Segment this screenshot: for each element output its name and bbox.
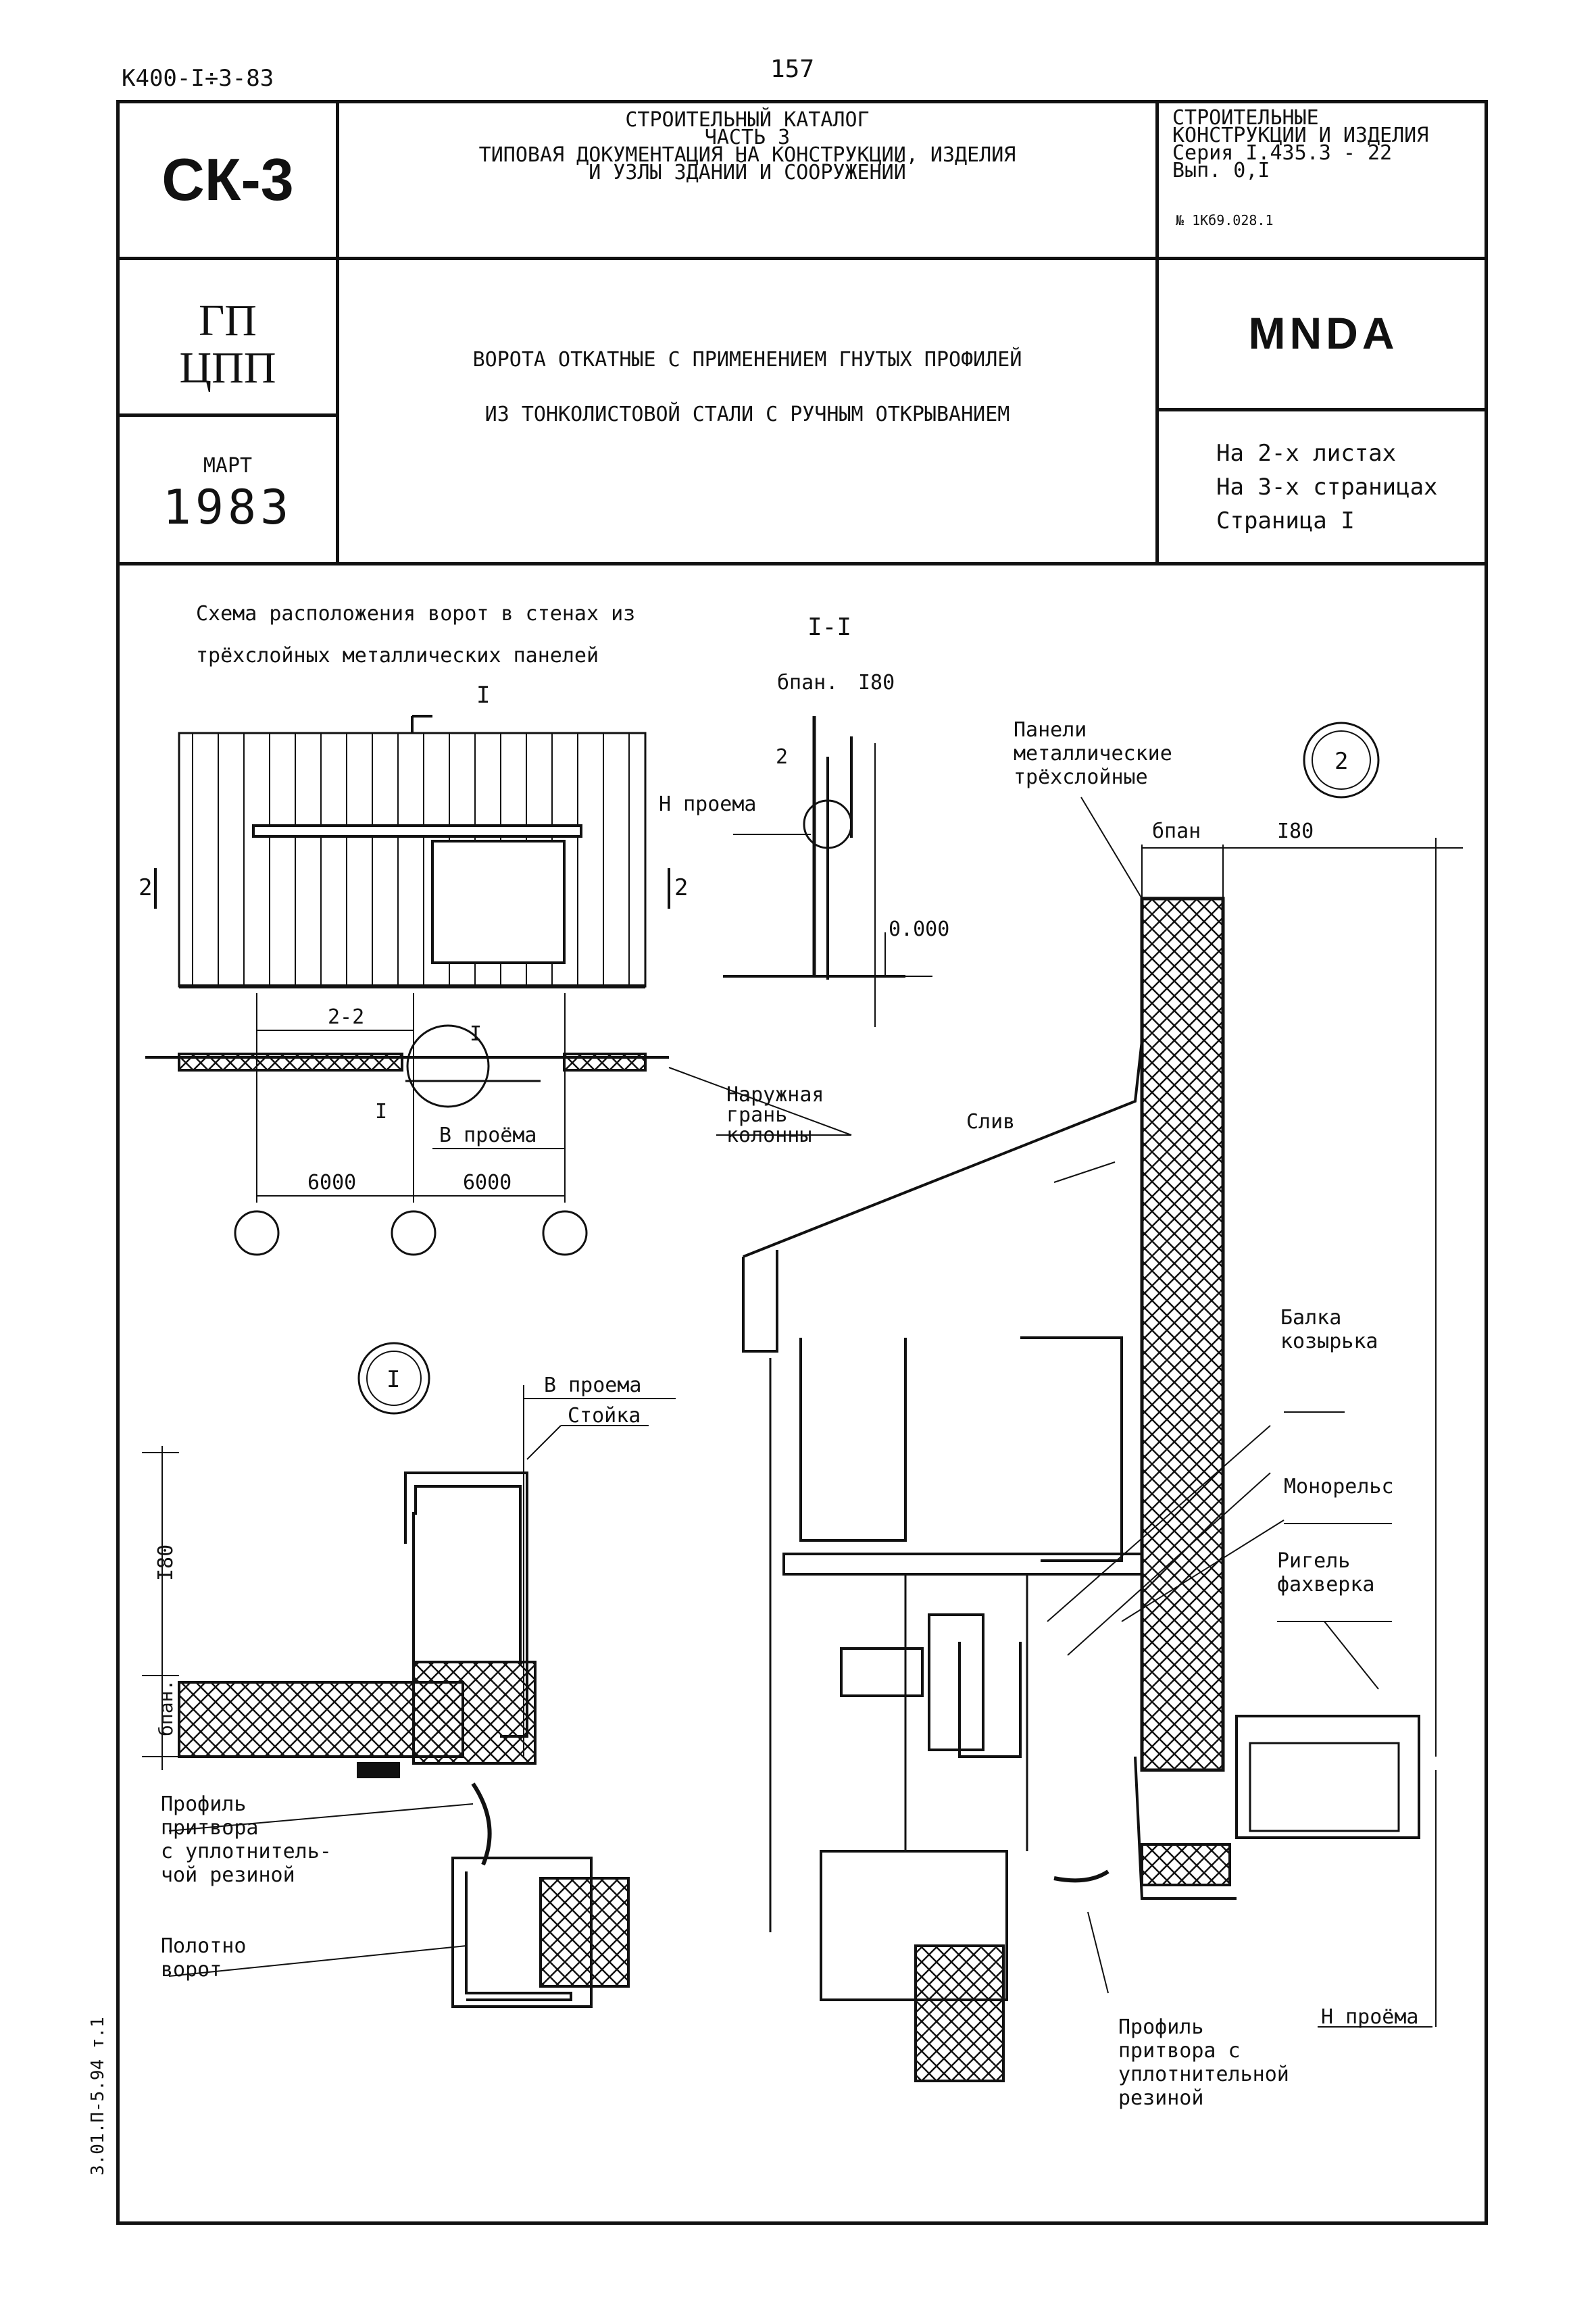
- organization: ГП ЦПП: [120, 297, 336, 392]
- cut-mark: 2: [776, 745, 788, 769]
- callout-mark: I: [375, 1100, 387, 1124]
- callout-label: уплотнительной: [1118, 2063, 1289, 2086]
- callout-label: Слив: [966, 1110, 1015, 1134]
- callout-label: резиной: [1118, 2086, 1203, 2110]
- callout-label: Полотно: [161, 1934, 246, 1958]
- drawing-frame: [116, 100, 1488, 2225]
- org-line: ГП: [199, 296, 257, 345]
- callout-label: Балка: [1280, 1306, 1341, 1330]
- pages-count: На 3-х страницах: [1216, 474, 1438, 501]
- year: 1983: [162, 480, 293, 535]
- callout-label: козырька: [1280, 1330, 1378, 1353]
- callout-label: металлические: [1014, 742, 1172, 765]
- series-info: СТРОИТЕЛЬНЫЕ КОНСТРУКЦИИ И ИЗДЕЛИЯ Серия…: [1172, 106, 1429, 182]
- callout-label: Профиль: [161, 1792, 246, 1816]
- callout-label: грань: [726, 1103, 787, 1127]
- callout-label: чой резиной: [161, 1863, 295, 1887]
- plan-section: [145, 993, 852, 1256]
- detail-2: [742, 722, 1463, 2082]
- series-line: КОНСТРУКЦИИ И ИЗДЕЛИЯ: [1172, 124, 1429, 147]
- month: МАРТ: [203, 454, 253, 478]
- callout-label: колонны: [726, 1124, 812, 1147]
- callout-label: Стойка: [568, 1404, 641, 1428]
- detail-mark: 2: [1335, 748, 1348, 775]
- title-divider: [1155, 408, 1488, 411]
- callout-label: фахверка: [1277, 1573, 1375, 1596]
- page-number: 157: [770, 55, 815, 83]
- callout-label: ворот: [161, 1958, 222, 1982]
- catalog-line: ТИПОВАЯ ДОКУМЕНТАЦИЯ НА КОНСТРУКЦИИ, ИЗД…: [478, 143, 1016, 167]
- callout-label: трёхслойные: [1014, 765, 1148, 789]
- series-number: № 1Кб9.028.1: [1176, 212, 1274, 228]
- section-I-I: [723, 716, 932, 1027]
- sheets-count: На 2-х листах: [1216, 440, 1397, 467]
- catalog-line: СТРОИТЕЛЬНЫЙ КАТАЛОГ: [625, 108, 870, 132]
- title-divider: [116, 257, 1488, 260]
- dimension-label: В проёма: [439, 1124, 537, 1147]
- callout-label: Монорельс: [1284, 1475, 1394, 1499]
- catalog-line: ЧАСТЬ 3: [704, 126, 791, 149]
- document-title-line: ВОРОТА ОТКАТНЫЕ С ПРИМЕНЕНИЕМ ГНУТЫХ ПРО…: [472, 348, 1022, 372]
- dimension-label: бпан.: [777, 671, 838, 695]
- cut-mark: 2: [139, 874, 152, 901]
- series-line: Серия I.435.3 - 22: [1172, 141, 1393, 165]
- dimension-label: Н проема: [659, 793, 757, 816]
- dimension-label: В проема: [544, 1374, 642, 1397]
- cut-mark: I: [476, 682, 490, 709]
- dimension-label: I80: [1277, 820, 1314, 843]
- wall-elevation: [154, 715, 670, 988]
- dimension-label: I80: [858, 671, 895, 695]
- title-divider: [116, 562, 1488, 565]
- callout-label: с уплотнитель-: [161, 1840, 332, 1863]
- dimension-label: 6000: [307, 1171, 356, 1194]
- title-divider: [1155, 100, 1159, 565]
- dimension-label: Н проёма: [1321, 2005, 1419, 2029]
- callout-label: Панели: [1014, 718, 1087, 742]
- callout-label: притвора: [161, 1816, 259, 1840]
- cut-mark: I: [470, 1022, 482, 1046]
- dimension-label: I80: [154, 1544, 178, 1581]
- dimension-label: бпан: [1152, 820, 1201, 843]
- sheet-info: На 2-х листах На 3-х страницах Страница …: [1216, 436, 1438, 538]
- callout-label: Наружная: [726, 1083, 824, 1107]
- page-label: Страница I: [1216, 507, 1355, 534]
- document-code-mark: MNDA: [1248, 308, 1399, 358]
- dimension-label: бпан.: [155, 1680, 177, 1736]
- section-mark: I-I: [807, 613, 851, 641]
- series-line: СТРОИТЕЛЬНЫЕ: [1172, 106, 1319, 130]
- plan-label: 2-2: [328, 1005, 364, 1029]
- catalog-line: И УЗЛЫ ЗДАНИЙ И СООРУЖЕНИЙ: [589, 161, 906, 184]
- cut-mark: 2: [674, 874, 688, 901]
- scheme-title: Схема расположения ворот в стенах из: [196, 602, 635, 626]
- title-divider: [336, 100, 339, 565]
- callout-label: притвора с: [1118, 2039, 1241, 2063]
- org-line: ЦПП: [179, 343, 276, 393]
- callout-label: Профиль: [1118, 2015, 1203, 2039]
- document-code: К400-I÷3-83: [122, 65, 274, 92]
- detail-mark: I: [386, 1366, 400, 1393]
- callout-label: Ригель: [1277, 1549, 1350, 1573]
- level-mark: 0.000: [889, 917, 949, 941]
- series-line: Вып. 0,I: [1172, 159, 1270, 182]
- dimension-label: 6000: [463, 1171, 512, 1194]
- title-divider: [116, 413, 339, 417]
- catalog-description: СТРОИТЕЛЬНЫЙ КАТАЛОГ ЧАСТЬ 3 ТИПОВАЯ ДОК…: [339, 108, 1155, 184]
- document-title-line: ИЗ ТОНКОЛИСТОВОЙ СТАЛИ С РУЧНЫМ ОТКРЫВАН…: [484, 403, 1010, 426]
- detail-I: [142, 1342, 676, 2008]
- scheme-title: трёхслойных металлических панелей: [196, 644, 599, 668]
- catalog-mark: СК-3: [161, 146, 294, 213]
